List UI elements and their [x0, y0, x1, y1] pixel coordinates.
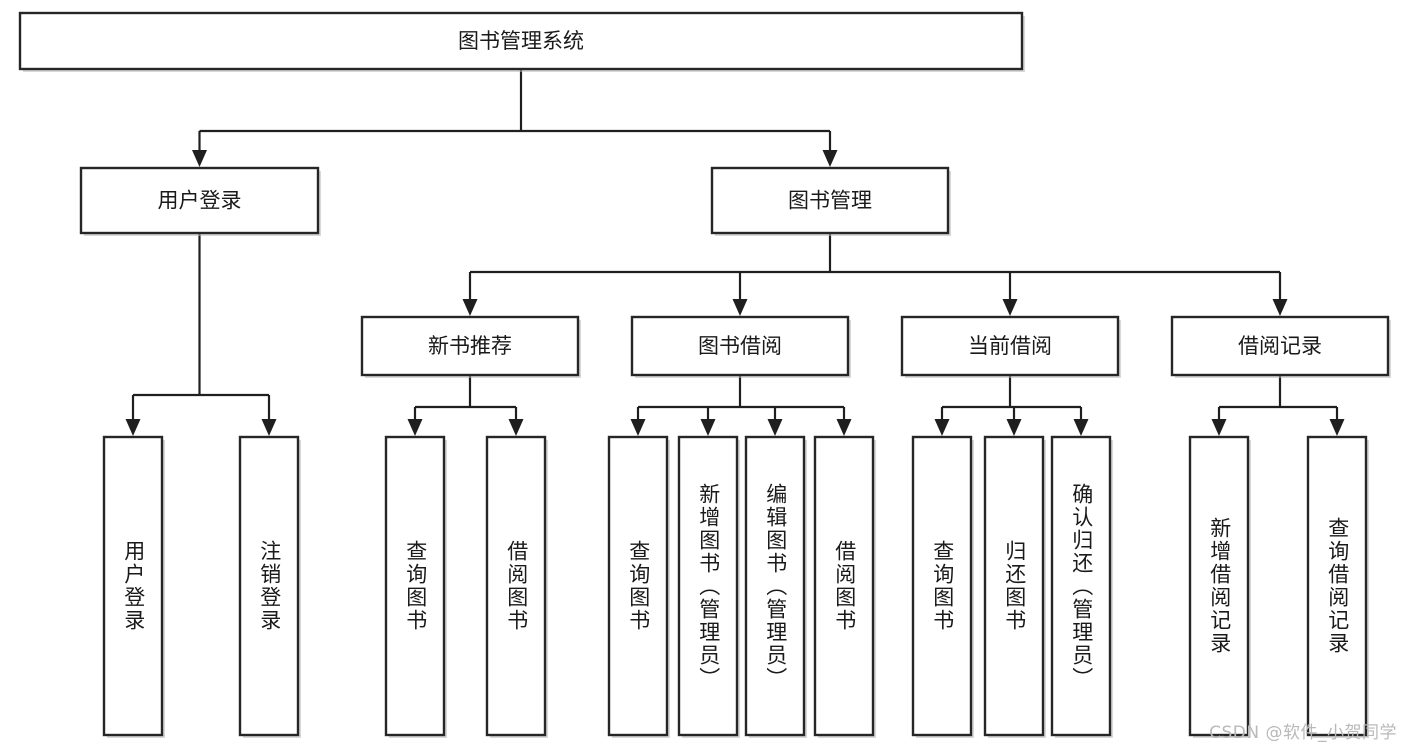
node-leaf-edit-book[interactable]: [744, 435, 807, 738]
arrow-head-icon: [822, 150, 838, 167]
connector-group: [407, 375, 524, 436]
node-box[interactable]: [384, 435, 446, 737]
arrow-head-icon: [1073, 419, 1089, 436]
arrow-head-icon: [1006, 419, 1022, 436]
node-leaf-query-book-borrow[interactable]: [607, 435, 670, 738]
arrow-head-icon: [407, 419, 423, 436]
arrow-head-icon: [700, 419, 716, 436]
node-leaf-query-book-recommend[interactable]: [384, 435, 447, 738]
arrow-head-icon: [1002, 299, 1018, 316]
node-box[interactable]: [485, 435, 547, 737]
connector-group: [462, 233, 1288, 316]
node-leaf-query-borrow-record[interactable]: [1306, 435, 1369, 738]
connector-group: [192, 69, 838, 167]
arrow-head-icon: [732, 299, 748, 316]
connector-group: [125, 233, 277, 436]
node-label: 图书管理系统: [458, 29, 584, 53]
node-label: 借阅记录: [1238, 334, 1322, 358]
node-leaf-add-borrow-record[interactable]: [1188, 435, 1251, 738]
node-box[interactable]: [360, 315, 580, 377]
arrow-head-icon: [508, 419, 524, 436]
arrow-head-icon: [192, 150, 207, 167]
arrow-head-icon: [1329, 419, 1345, 436]
node-box[interactable]: [1188, 435, 1250, 737]
node-box[interactable]: [607, 435, 669, 737]
arrow-head-icon: [261, 419, 277, 436]
node-user-login[interactable]: 用户登录: [79, 166, 321, 236]
node-box[interactable]: [1170, 315, 1390, 377]
arrow-head-icon: [462, 299, 478, 316]
arrow-head-icon: [836, 419, 852, 436]
connector-group: [934, 375, 1089, 436]
node-label: 用户登录: [158, 189, 242, 213]
arrow-head-icon: [767, 419, 783, 436]
node-current-borrow[interactable]: 当前借阅: [900, 315, 1121, 378]
arrow-head-icon: [1272, 299, 1288, 316]
node-new-book-recommend[interactable]: 新书推荐: [360, 315, 581, 378]
node-book-borrow[interactable]: 图书借阅: [630, 315, 851, 378]
node-box[interactable]: [238, 435, 300, 737]
node-leaf-user-login[interactable]: [102, 435, 165, 738]
node-leaf-confirm-return[interactable]: [1050, 435, 1113, 738]
node-box[interactable]: [102, 435, 164, 737]
arrow-head-icon: [1211, 419, 1227, 436]
arrow-head-icon: [934, 419, 950, 436]
arrow-head-icon: [125, 419, 141, 436]
node-box[interactable]: [911, 435, 973, 737]
node-box[interactable]: [813, 435, 875, 737]
arrow-head-icon: [630, 419, 646, 436]
node-leaf-add-book[interactable]: [677, 435, 740, 738]
node-box[interactable]: [744, 435, 806, 737]
node-label: 图书借阅: [698, 334, 782, 358]
node-label: 当前借阅: [968, 334, 1052, 358]
node-box[interactable]: [983, 435, 1045, 737]
node-box[interactable]: [79, 166, 320, 235]
connector-group: [630, 375, 852, 436]
node-box[interactable]: [18, 11, 1024, 71]
node-leaf-return-book[interactable]: [983, 435, 1046, 738]
node-box[interactable]: [630, 315, 850, 377]
node-leaf-borrow-book-recommend[interactable]: [485, 435, 548, 738]
node-box[interactable]: [900, 315, 1120, 377]
node-borrow-record[interactable]: 借阅记录: [1170, 315, 1391, 378]
node-box[interactable]: [1050, 435, 1112, 737]
watermark: CSDN @软件_小贺同学: [1209, 723, 1397, 743]
node-box[interactable]: [1306, 435, 1368, 737]
node-box[interactable]: [677, 435, 739, 737]
node-leaf-query-book-current[interactable]: [911, 435, 974, 738]
connector-layer: [125, 69, 1345, 436]
node-book-manage[interactable]: 图书管理: [710, 166, 951, 236]
connector-group: [1211, 375, 1345, 436]
node-label: 新书推荐: [428, 334, 512, 358]
node-box[interactable]: [710, 166, 950, 235]
node-leaf-borrow-book[interactable]: [813, 435, 876, 738]
node-root[interactable]: 图书管理系统: [18, 11, 1025, 72]
node-leaf-user-logout[interactable]: [238, 435, 301, 738]
node-label: 图书管理: [788, 189, 872, 213]
